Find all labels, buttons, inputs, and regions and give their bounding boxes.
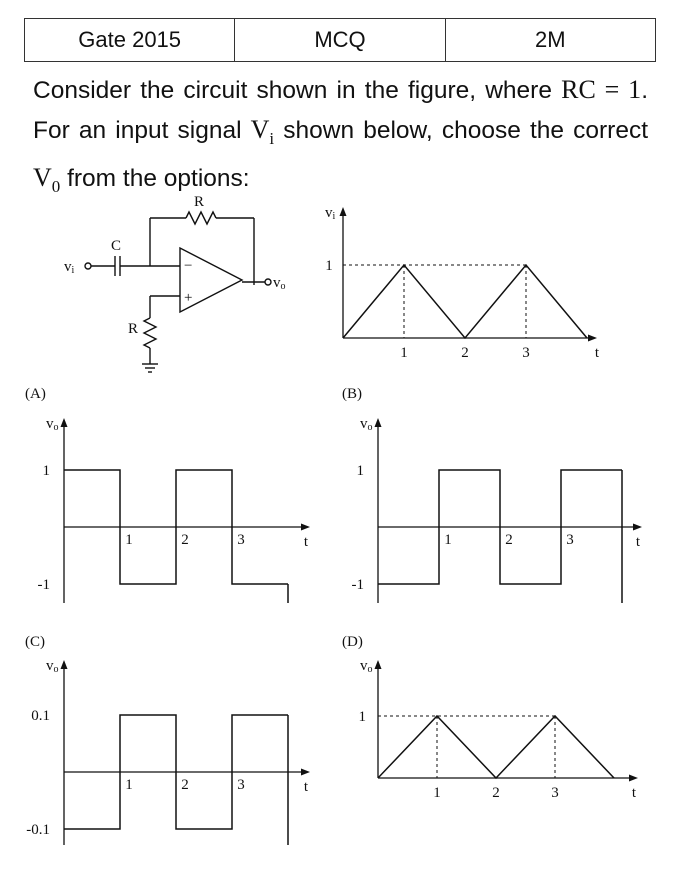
minus-sign: −	[184, 258, 192, 274]
option-a-graph-x-arrow	[301, 523, 310, 531]
input-y-tick: 1	[325, 258, 333, 274]
option-b-graph-x-arrow	[633, 523, 642, 531]
option-d-label: (D)	[342, 634, 363, 650]
option-a-graph-y-arrow	[60, 418, 68, 427]
option-d-graph-x-arrow	[629, 774, 638, 782]
option-b-square-wave	[378, 469, 622, 585]
option-c-square-wave	[64, 714, 288, 830]
vo-main: V	[33, 163, 52, 193]
vi-sub: i	[269, 129, 275, 149]
vi-main: V	[250, 115, 270, 144]
option-b-x-tick: 2	[505, 532, 513, 548]
question-part-2: . For an input signal	[33, 77, 648, 144]
option-d-triangle-wave	[377, 714, 615, 780]
option-c-graph-x-arrow	[301, 768, 310, 776]
vi-symbol: Vi	[250, 115, 275, 148]
option-c-x-tick: 1	[125, 777, 133, 793]
op-amp	[179, 246, 244, 314]
option-d-x-tick: 3	[551, 785, 559, 801]
option-a-y-top-tick: 1	[43, 463, 51, 479]
option-a-x-tick: 1	[125, 532, 133, 548]
option-c-y-bottom-tick: -0.1	[26, 822, 50, 838]
question-header-table: Gate 2015 MCQ 2M	[23, 18, 657, 62]
option-d-x-tick: 2	[492, 785, 500, 801]
option-b-x-tick: 1	[444, 532, 452, 548]
option-a-y-bottom-tick: -1	[38, 577, 51, 593]
exam-cell: Gate 2015	[23, 18, 236, 62]
option-c-y-top-tick: 0.1	[31, 708, 50, 724]
option-c-graph-y-arrow	[60, 660, 68, 669]
question-part-1: Consider the circuit shown in the figure…	[33, 77, 562, 104]
option-c-x-tick: 3	[237, 777, 245, 793]
option-b-label: (B)	[342, 386, 362, 402]
option-b-x-tick: 3	[566, 532, 574, 548]
input-x-tick: 3	[522, 345, 530, 361]
rc-equation: RC = 1	[561, 75, 642, 104]
option-a-label: (A)	[25, 386, 46, 402]
vo-symbol: V0	[33, 163, 60, 196]
option-c-x-tick: 2	[181, 777, 189, 793]
option-a-x-tick: 3	[237, 532, 245, 548]
option-b-graph-y-arrow	[374, 418, 382, 427]
option-c-label: (C)	[25, 634, 45, 650]
input-x-tick: 2	[461, 345, 469, 361]
input-graph-y-arrow	[339, 207, 347, 216]
ground-resistor	[142, 317, 158, 349]
feedback-resistor	[185, 210, 217, 226]
option-c-x-label: t	[304, 779, 309, 795]
option-d-x-tick: 1	[433, 785, 441, 801]
option-b-y-top-tick: 1	[357, 463, 365, 479]
option-b-y-bottom-tick: -1	[352, 577, 365, 593]
option-d-x-label: t	[632, 785, 637, 801]
capacitor-label: C	[111, 238, 121, 254]
option-b-x-label: t	[636, 534, 641, 550]
input-x-tick: 1	[400, 345, 408, 361]
question-part-4: from the options:	[60, 165, 250, 193]
vo-terminal	[264, 278, 272, 286]
plus-sign: +	[184, 290, 192, 306]
input-graph-y-label: vi	[325, 205, 336, 222]
option-c-graph-y-label: vo	[46, 658, 59, 675]
marks-cell: 2M	[444, 18, 657, 62]
ground-r-label: R	[128, 321, 138, 337]
question-part-3: shown below, choose the correct	[274, 117, 648, 144]
option-a-graph-y-label: vo	[46, 416, 59, 433]
option-d-graph-y-arrow	[374, 660, 382, 669]
vo-output-label: vo	[273, 275, 286, 292]
circuit-wires	[84, 210, 272, 373]
input-triangle-wave	[342, 263, 588, 340]
option-b-graph-y-label: vo	[360, 416, 373, 433]
option-a-x-tick: 2	[181, 532, 189, 548]
question-type-cell: MCQ	[234, 18, 446, 62]
option-a-square-wave	[64, 469, 288, 585]
option-d-y-top-tick: 1	[359, 709, 367, 725]
input-graph-x-arrow	[588, 334, 597, 342]
feedback-r-label: R	[194, 194, 204, 210]
vi-input-label: vi	[64, 259, 75, 276]
input-x-label: t	[595, 345, 600, 361]
vo-sub: 0	[51, 177, 61, 197]
option-d-graph-y-label: vo	[360, 658, 373, 675]
question-text: Consider the circuit shown in the figure…	[33, 70, 648, 206]
option-a-x-label: t	[304, 534, 309, 550]
